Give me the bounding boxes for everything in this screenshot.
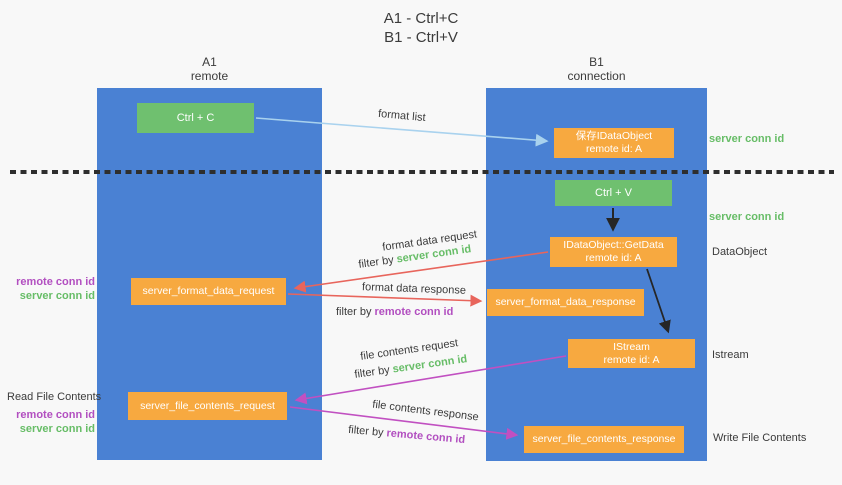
lane-a1-subtitle: remote [190, 69, 229, 83]
server-conn-id-annotation-left-1: server conn id [19, 290, 95, 302]
save-idataobject-line1: 保存IDataObject [575, 130, 653, 142]
format-list-label: format list [377, 107, 427, 125]
title-line-2: B1 - Ctrl+V [384, 29, 458, 46]
ctrl-v-label: Ctrl + V [595, 186, 632, 199]
filter-by-text-2: filter by [336, 306, 372, 318]
filter-by-text-1: filter by [357, 254, 395, 271]
node-idataobject-getdata: IDataObject::GetData remote id: A [550, 237, 677, 267]
left-conn-id-pair-1: remote conn id server conn id [0, 275, 95, 303]
file-contents-response-label: file contents response [371, 398, 480, 424]
node-ctrl-c: Ctrl + C [137, 103, 254, 133]
format-data-response-label: format data response [361, 281, 467, 297]
getdata-line2: remote id: A [585, 252, 642, 264]
getdata-line1: IDataObject::GetData [563, 239, 664, 251]
server-format-data-response-label: server_format_data_response [495, 296, 636, 308]
node-server-format-data-response: server_format_data_response [487, 289, 644, 316]
save-idataobject-line2: remote id: A [585, 143, 643, 155]
filter-key-remote-conn-id-1: remote conn id [374, 306, 454, 318]
read-file-contents-annotation: Read File Contents [7, 391, 102, 403]
left-conn-id-pair-2: remote conn id server conn id [0, 408, 95, 436]
ctrl-c-label: Ctrl + C [176, 111, 215, 124]
node-ctrl-v: Ctrl + V [555, 180, 672, 206]
node-istream: IStream remote id: A [568, 339, 695, 368]
istream-line2: remote id: A [603, 353, 660, 366]
node-server-file-contents-response: server_file_contents_response [524, 426, 684, 453]
node-server-file-contents-request: server_file_contents_request [128, 392, 287, 420]
filter-by-text-4: filter by [347, 423, 385, 439]
istream-annotation: Istream [712, 349, 749, 361]
filter-by-text-3: filter by [353, 364, 391, 381]
remote-conn-id-annotation-1: remote conn id [16, 276, 95, 288]
istream-line1: IStream [613, 340, 650, 353]
server-conn-id-annotation-top: server conn id [709, 133, 785, 145]
server-file-contents-response-label: server_file_contents_response [532, 433, 676, 445]
diagram-title: A1 - Ctrl+C B1 - Ctrl+V [0, 9, 842, 47]
node-save-idataobject: 保存IDataObject remote id: A [554, 128, 674, 158]
lane-header-a1: A1 remote [97, 55, 322, 83]
server-conn-id-annotation-left-2: server conn id [19, 423, 95, 435]
lane-b1-name: B1 [589, 55, 604, 69]
server-file-contents-request-label: server_file_contents_request [140, 399, 275, 412]
remote-conn-id-annotation-2: remote conn id [16, 409, 95, 421]
dataobject-annotation: DataObject [712, 246, 768, 258]
node-server-format-data-request: server_format_data_request [131, 278, 286, 305]
lane-header-b1: B1 connection [486, 55, 707, 83]
write-file-contents-annotation: Write File Contents [713, 432, 807, 444]
filter-key-remote-conn-id-2: remote conn id [386, 427, 466, 447]
lane-a1-name: A1 [202, 55, 217, 69]
server-format-data-request-label: server_format_data_request [142, 285, 275, 297]
title-line-1: A1 - Ctrl+C [383, 10, 459, 27]
server-conn-id-annotation-mid: server conn id [709, 211, 785, 223]
lane-b1-subtitle: connection [567, 69, 626, 83]
